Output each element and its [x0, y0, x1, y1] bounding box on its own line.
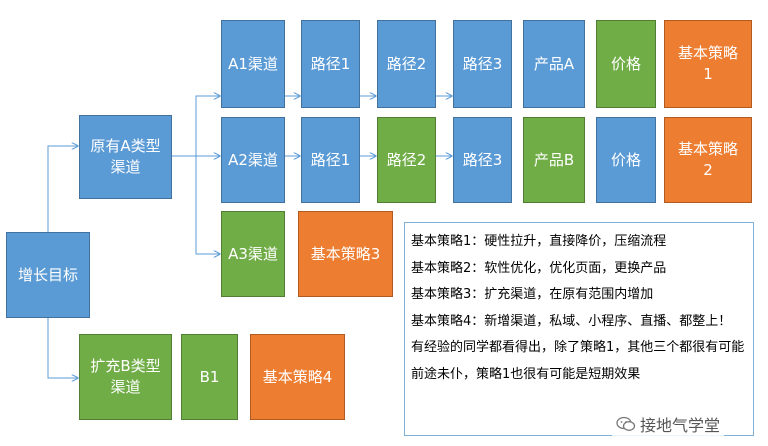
watermark-text: 接地气学堂	[640, 416, 721, 435]
a2-channel-node: A2渠道	[221, 117, 285, 203]
b1-channel-node: B1	[181, 334, 238, 420]
note-conclusion: 有经验的同学都看得出，除了策略1，其他三个都很有可能前途未仆，策略1也很有可能是…	[411, 340, 745, 382]
note-strategy4: 基本策略4：新增渠道，私域、小程序、直播、都整上！	[411, 313, 732, 329]
row1-path3-node: 路径3	[453, 20, 512, 108]
watermark: 接地气学堂	[612, 410, 725, 438]
a-type-channel-node: 原有A类型 渠道	[79, 115, 172, 199]
row1-product-node: 产品A	[523, 20, 585, 108]
note-strategy1: 基本策略1：硬性拉升，直接降价，压缩流程	[411, 234, 667, 249]
goal-node: 增长目标	[6, 232, 90, 318]
row1-price-node: 价格	[596, 20, 656, 108]
row2-path3-node: 路径3	[453, 117, 512, 203]
strategy-notes-box: 基本策略1：硬性拉升，直接降价，压缩流程 基本策略2：软性优化，优化页面，更换产…	[404, 222, 754, 436]
connector-goal-a	[47, 146, 78, 232]
row1-path2-node: 路径2	[377, 20, 436, 108]
connector-a-a3	[195, 156, 220, 254]
connector-a-a1	[172, 96, 220, 157]
row1-path1-node: 路径1	[301, 20, 360, 108]
b-type-channel-node: 扩充B类型 渠道	[79, 334, 172, 420]
strategy2-node: 基本策略 2	[664, 117, 752, 203]
connector-goal-b	[47, 318, 78, 378]
note-strategy2: 基本策略2：软性优化，优化页面，更换产品	[411, 260, 667, 276]
row2-path2-node: 路径2	[377, 117, 436, 203]
a3-channel-node: A3渠道	[221, 211, 285, 297]
strategy3-node: 基本策略3	[298, 211, 393, 297]
note-strategy3: 基本策略3：扩充渠道，在原有范围内增加	[411, 287, 654, 302]
row2-price-node: 价格	[596, 117, 656, 203]
row2-path1-node: 路径1	[301, 117, 360, 203]
wechat-icon	[616, 416, 636, 431]
a1-channel-node: A1渠道	[221, 20, 285, 108]
strategy4-node: 基本策略4	[250, 334, 345, 420]
strategy1-node: 基本策略 1	[664, 20, 752, 108]
row2-product-node: 产品B	[523, 117, 585, 203]
